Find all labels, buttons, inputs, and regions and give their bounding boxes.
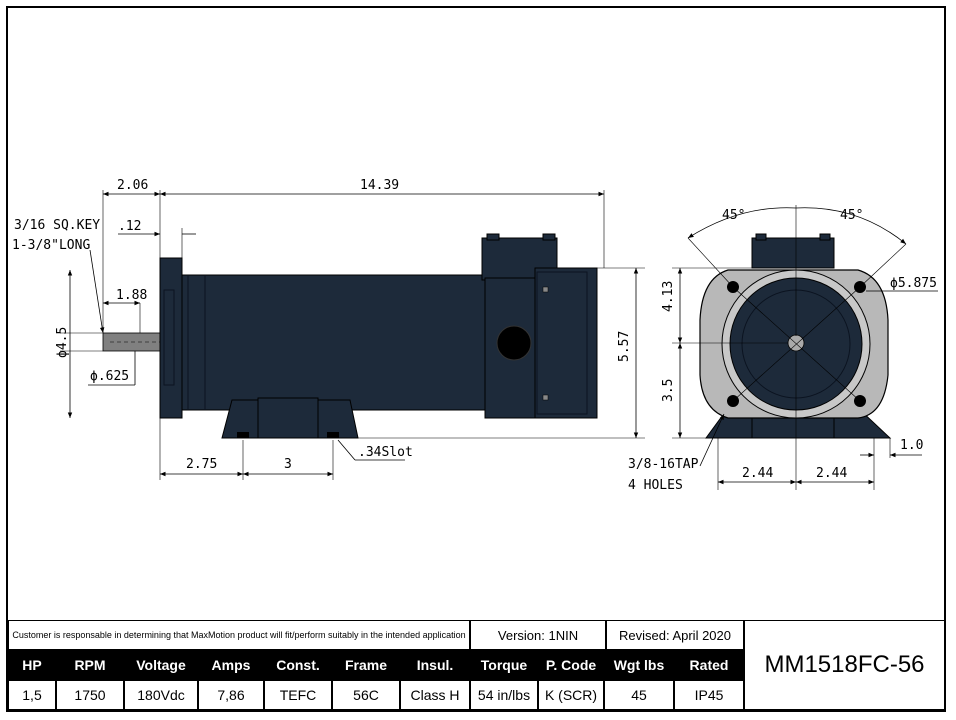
slot-label: .34Slot [358, 445, 413, 460]
value-frame: 56C [332, 680, 400, 710]
angle-left-label: 45° [722, 208, 745, 223]
header-hp: HP [8, 650, 56, 680]
header-weight: Wgt lbs [604, 650, 674, 680]
bolt-circle-label: ϕ5.875 [890, 276, 937, 291]
value-voltage: 180Vdc [124, 680, 198, 710]
value-rpm: 1750 [56, 680, 124, 710]
dim-key-length: 1.88 [116, 288, 147, 303]
dim-half-width-right: 2.44 [816, 466, 847, 481]
header-voltage: Voltage [124, 650, 198, 680]
header-rpm: RPM [56, 650, 124, 680]
drawing-frame [6, 6, 946, 712]
value-hp: 1,5 [8, 680, 56, 710]
side-view: 2.06 14.39 .12 3/16 SQ.KEY 1-3/8"LONG 1.… [12, 178, 645, 480]
dim-flange-thickness: .12 [118, 219, 141, 234]
header-rated: Rated [674, 650, 744, 680]
technical-drawing: 2.06 14.39 .12 3/16 SQ.KEY 1-3/8"LONG 1.… [12, 178, 938, 493]
dim-foot-spacing: 3 [284, 457, 292, 472]
header-const: Const. [264, 650, 332, 680]
version-label: Version: 1NIN [470, 620, 606, 650]
title-block: Customer is responsable in determining t… [8, 620, 945, 710]
value-pcode: K (SCR) [538, 680, 604, 710]
value-weight: 45 [604, 680, 674, 710]
motor-body [181, 274, 488, 411]
key-length-label: 1-3/8"LONG [12, 238, 90, 253]
conduit-hole [496, 325, 532, 361]
header-torque: Torque [470, 650, 538, 680]
dim-shaft-height: 3.5 [661, 379, 676, 402]
tap-label: 3/8-16TAP [628, 457, 699, 472]
disclaimer-note: Customer is responsable in determining t… [8, 620, 470, 650]
header-pcode: P. Code [538, 650, 604, 680]
model-number: MM1518FC-56 [744, 620, 945, 710]
key-label: 3/16 SQ.KEY [14, 218, 100, 233]
revised-label: Revised: April 2020 [606, 620, 744, 650]
end-view: 45° 45° ϕ5.875 4.13 3.5 2.44 2.44 1.0 3/… [628, 205, 938, 493]
dim-height: 5.57 [617, 331, 632, 362]
header-frame: Frame [332, 650, 400, 680]
value-torque: 54 in/lbs [470, 680, 538, 710]
tap-count-label: 4 HOLES [628, 478, 683, 493]
dim-upper-height: 4.13 [661, 281, 676, 312]
angle-right-label: 45° [840, 208, 863, 223]
value-insul: Class H [400, 680, 470, 710]
value-const: TEFC [264, 680, 332, 710]
dim-half-width-left: 2.44 [742, 466, 773, 481]
header-amps: Amps [198, 650, 264, 680]
header-insul: Insul. [400, 650, 470, 680]
dim-overall-length: 14.39 [360, 178, 399, 193]
dim-pilot-dia: ϕ4.5 [55, 327, 70, 358]
flange [159, 257, 183, 419]
value-rated: IP45 [674, 680, 744, 710]
dim-shaft-extension: 2.06 [117, 178, 148, 193]
dim-foot-offset: 2.75 [186, 457, 217, 472]
value-amps: 7,86 [198, 680, 264, 710]
dim-foot-thickness: 1.0 [900, 438, 923, 453]
dim-shaft-dia: ϕ.625 [90, 369, 129, 384]
